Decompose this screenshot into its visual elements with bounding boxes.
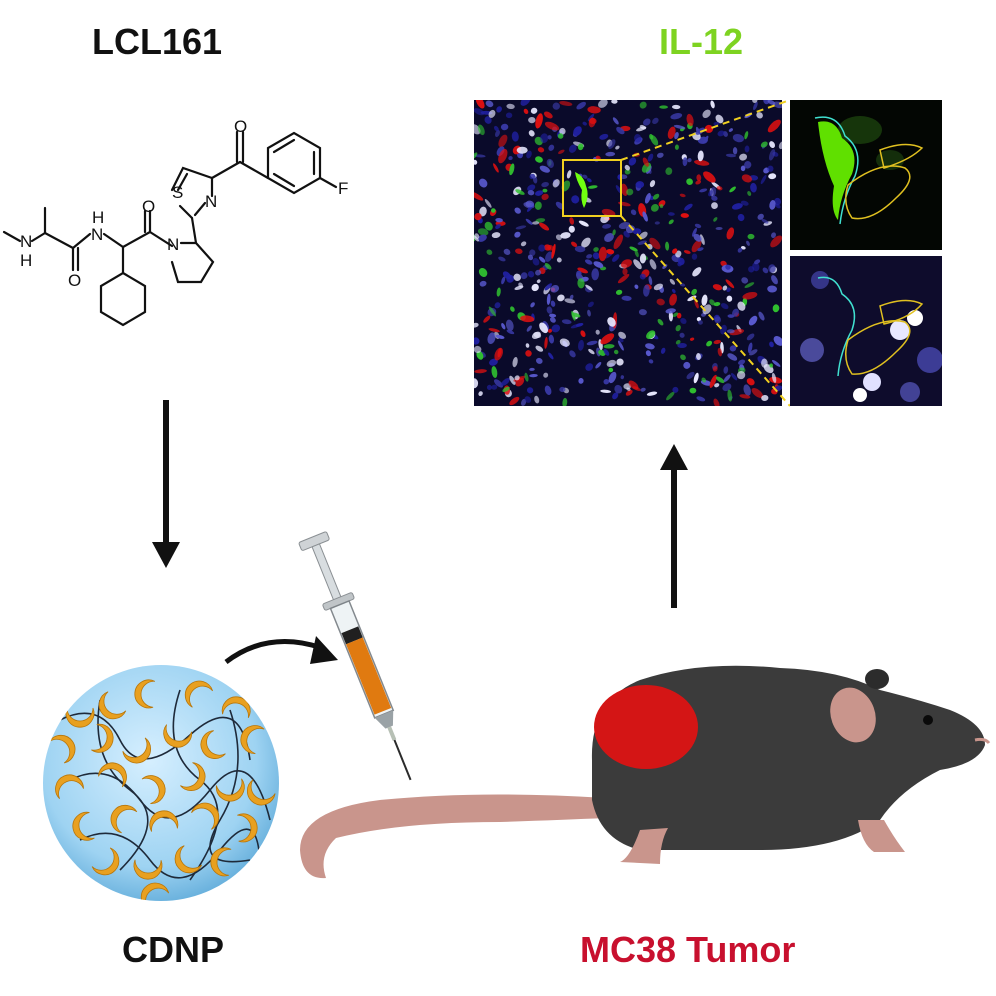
- cyclodextrin-crescent: [174, 845, 203, 874]
- cyclodextrin-crescent: [200, 730, 226, 759]
- cyclodextrin-crescent: [140, 882, 170, 901]
- atom-f: F: [338, 179, 348, 198]
- cyclodextrin-crescent: [141, 775, 166, 804]
- cyclodextrin-crescent: [91, 723, 114, 753]
- cyclodextrin-crescent: [191, 802, 220, 830]
- cyclodextrin-crescent: [184, 680, 214, 708]
- zoom-box: [562, 159, 622, 217]
- atom-h-amide: H: [92, 208, 104, 227]
- mouse-front-leg: [858, 820, 905, 852]
- cyclodextrin-crescent: [237, 813, 258, 843]
- cytokine-label: IL-12: [659, 21, 744, 62]
- tumor-model-label: MC38 Tumor: [580, 929, 796, 970]
- mouse-tail: [300, 794, 606, 879]
- cyclodextrin-crescent: [72, 811, 95, 841]
- cyclodextrin-crescent: [134, 679, 156, 709]
- cyclodextrin-crescent: [247, 779, 276, 806]
- cyclodextrin-crescent: [221, 696, 251, 718]
- cyclodextrin-crescent: [210, 847, 232, 877]
- cyclodextrin-crescent: [91, 847, 120, 876]
- mouse-hind-leg: [620, 828, 668, 864]
- down-arrow: [152, 400, 180, 568]
- atom-h-amine: H: [20, 251, 32, 270]
- atom-o-amide: O: [142, 197, 155, 216]
- atom-s: S: [172, 183, 183, 202]
- cyclodextrin-crescent: [180, 762, 206, 791]
- mouse-ear: [830, 687, 876, 743]
- cyclodextrin-crescent: [122, 737, 151, 764]
- cyclodextrin-crescent: [133, 859, 163, 880]
- mouse-eye: [923, 715, 933, 725]
- cyclodextrin-crescent: [65, 707, 95, 728]
- cyclodextrin-crescent: [240, 725, 265, 754]
- cyclodextrin-crescent: [55, 774, 84, 800]
- atom-n-amine: N: [20, 232, 32, 251]
- atom-n-amide: N: [91, 225, 103, 244]
- curved-injection-arrow: [224, 636, 338, 664]
- tumor: [594, 685, 698, 769]
- atom-o-left: O: [68, 271, 81, 290]
- cyclodextrin-crescent: [163, 724, 193, 748]
- atom-n-pyrrolidine: N: [167, 235, 179, 254]
- cyclodextrin-crescent: [98, 762, 127, 788]
- cyclodextrin-crescent: [149, 810, 179, 832]
- atom-o-top: O: [234, 117, 247, 136]
- cyclodextrin-crescent: [215, 778, 245, 802]
- compound-label: LCL161: [92, 21, 223, 62]
- cyclodextrin-crescent: [110, 804, 138, 834]
- cyclodextrin-crescent: [98, 691, 127, 720]
- nanoparticle-label: CDNP: [122, 929, 225, 970]
- up-arrow: [660, 444, 688, 608]
- atom-n-thiazole: N: [205, 192, 217, 211]
